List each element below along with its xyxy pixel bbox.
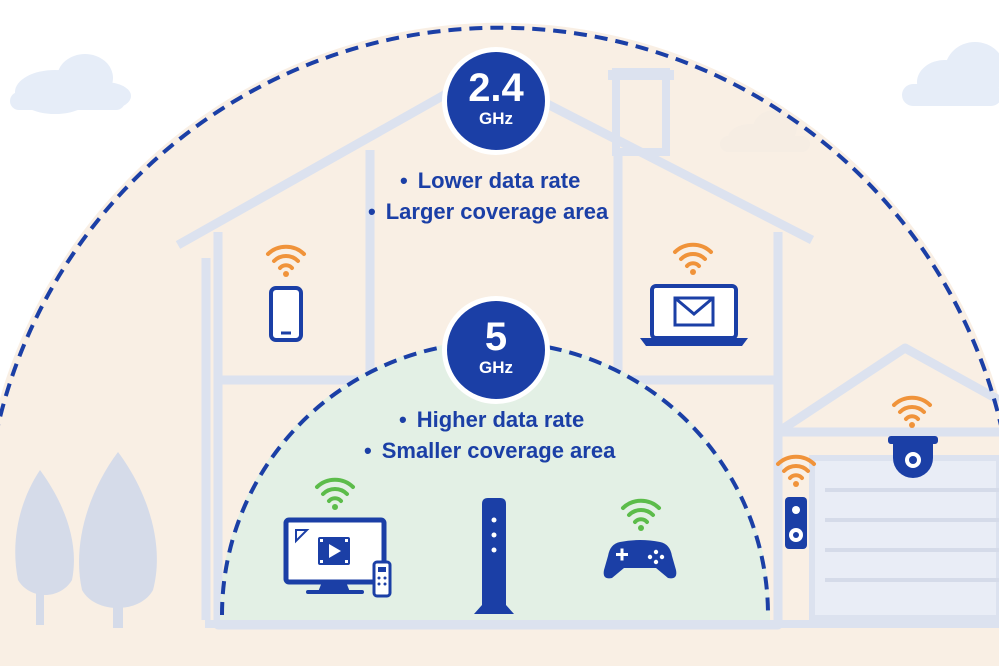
wifi-signal-icon <box>673 242 713 275</box>
band-24ghz-feature: Lower data rate <box>368 165 668 196</box>
chimney <box>608 68 674 156</box>
security-camera-icon <box>888 436 938 478</box>
smartphone-icon <box>269 286 303 342</box>
band-24ghz-frequency: 2.4 <box>468 66 524 110</box>
band-24ghz-feature: Larger coverage area <box>368 196 668 227</box>
band-24ghz-features: Lower data rate Larger coverage area <box>368 165 668 227</box>
band-5ghz-badge: 5 GHz <box>442 296 550 404</box>
wifi-signal-icon <box>315 477 355 510</box>
band-5ghz-feature: Higher data rate <box>364 404 664 435</box>
band-5ghz-frequency: 5 <box>484 315 508 359</box>
ground-line <box>205 620 999 628</box>
cloud-left-icon <box>10 54 131 114</box>
smart-tv-icon <box>283 517 392 598</box>
band-5ghz-features: Higher data rate Smaller coverage area <box>364 404 664 466</box>
band-5ghz-unit: GHz <box>479 358 513 377</box>
router-icon <box>474 498 514 614</box>
video-doorbell-icon <box>785 497 807 549</box>
wifi-signal-icon <box>892 395 932 428</box>
band-5ghz-feature: Smaller coverage area <box>364 435 664 466</box>
wifi-signal-icon <box>621 498 661 531</box>
laptop-mail-icon <box>640 284 748 346</box>
band-24ghz-unit: GHz <box>479 109 513 128</box>
coverage-boundary-24ghz <box>0 25 999 426</box>
wifi-signal-icon <box>266 244 306 277</box>
cloud-right-icon <box>902 42 999 106</box>
band-24ghz-badge: 2.4 GHz <box>442 47 550 155</box>
wifi-signal-icon <box>776 454 816 487</box>
tree-icon <box>15 452 157 628</box>
garage-door <box>809 455 999 621</box>
game-controller-icon <box>603 540 677 579</box>
